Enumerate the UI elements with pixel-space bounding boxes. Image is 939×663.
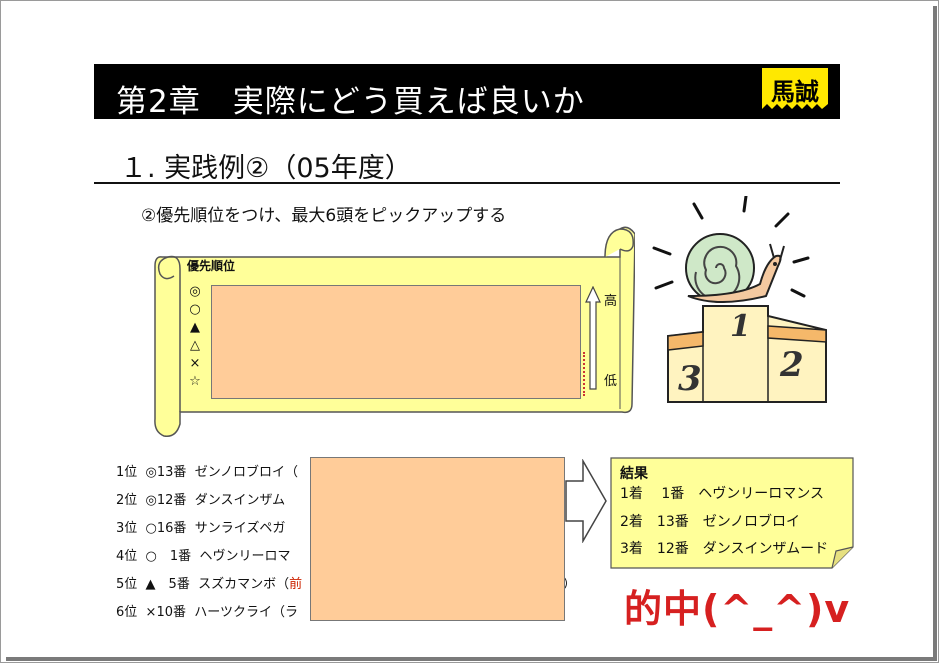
brand-logo-text: 馬誠 <box>771 77 819 106</box>
section-divider <box>94 182 840 184</box>
priority-symbol: ☆ <box>189 374 201 389</box>
brand-logo: 馬誠 <box>762 68 828 114</box>
snail-podium-icon: 1 2 3 <box>652 196 827 403</box>
rank-mark: ○ 1番 <box>145 549 192 564</box>
chapter-title-bar: 第2章 実際にどう買えば良いか 馬誠 <box>94 64 840 120</box>
right-arrow-icon <box>565 459 607 543</box>
ranking-row: 2位 ◎12番 ダンスインザム <box>116 489 285 508</box>
ranking-row-tail: ） <box>563 577 577 592</box>
up-arrow-icon <box>585 286 601 390</box>
frame-shadow <box>6 657 937 661</box>
rank-mark: ○16番 <box>145 521 187 536</box>
result-line: 2着 13番 ゼンノロブロイ <box>620 514 801 530</box>
svg-text:2: 2 <box>779 345 804 385</box>
horse-name: ハーツクライ（ラ <box>194 605 298 620</box>
logo-zigzag-icon <box>762 104 828 114</box>
horse-name: ゼンノロブロイ（ <box>194 465 299 480</box>
horse-name: ダンスインザム <box>194 493 286 508</box>
priority-symbol: ○ <box>189 302 201 317</box>
hit-announcement: 的中(^_^)v <box>624 587 851 631</box>
priority-symbol: × <box>189 356 201 371</box>
section-title: １. 実践例②（05年度） <box>120 153 412 184</box>
result-note-card <box>610 457 854 569</box>
rank-mark: ◎13番 <box>145 465 187 480</box>
priority-symbol: ◎ <box>189 284 201 299</box>
high-label: 高 <box>604 294 618 309</box>
result-line: 1着 1番 ヘヴンリーロマンス <box>620 486 824 502</box>
ranking-row: 5位 ▲ 5番 スズカマンボ（前 <box>116 573 302 592</box>
ranking-row: 4位 ○ 1番 ヘヴンリーロマ <box>116 545 290 564</box>
redacted-area <box>211 285 581 399</box>
result-heading: 結果 <box>620 466 648 482</box>
svg-text:3: 3 <box>678 359 702 399</box>
instruction-text: ②優先順位をつけ、最大6頭をピックアップする <box>141 206 507 226</box>
rank-mark: ×10番 <box>145 605 186 620</box>
ranking-row: 3位 ○16番 サンライズペガ <box>116 517 285 536</box>
svg-text:1: 1 <box>730 309 751 344</box>
red-dotted-marker <box>580 352 585 396</box>
rank-position: 2位 <box>116 493 138 508</box>
priority-heading: 優先順位 <box>187 259 236 273</box>
rank-position: 4位 <box>116 549 138 564</box>
horse-note: 前 <box>289 577 303 592</box>
chapter-title: 第2章 実際にどう買えば良いか <box>116 84 585 120</box>
horse-name: サンライズペガ <box>194 521 286 536</box>
ranking-row: 6位 ×10番 ハーツクライ（ラ <box>116 601 298 620</box>
rank-mark: ◎12番 <box>145 493 187 508</box>
frame-shadow <box>933 6 937 661</box>
result-line: 3着 12番 ダンスインザムード <box>620 541 829 557</box>
rank-position: 6位 <box>116 605 138 620</box>
priority-symbol: △ <box>190 338 200 353</box>
horse-name: スズカマンボ（ <box>198 577 290 592</box>
rank-position: 1位 <box>116 465 138 480</box>
horse-name: ヘヴンリーロマ <box>199 549 291 564</box>
priority-symbol: ▲ <box>190 320 200 335</box>
ranking-row: 1位 ◎13番 ゼンノロブロイ（ <box>116 461 298 480</box>
rank-mark: ▲ 5番 <box>145 577 190 592</box>
rank-position: 3位 <box>116 521 138 536</box>
low-label: 低 <box>604 374 618 389</box>
redacted-area <box>310 457 565 621</box>
rank-position: 5位 <box>116 577 138 592</box>
